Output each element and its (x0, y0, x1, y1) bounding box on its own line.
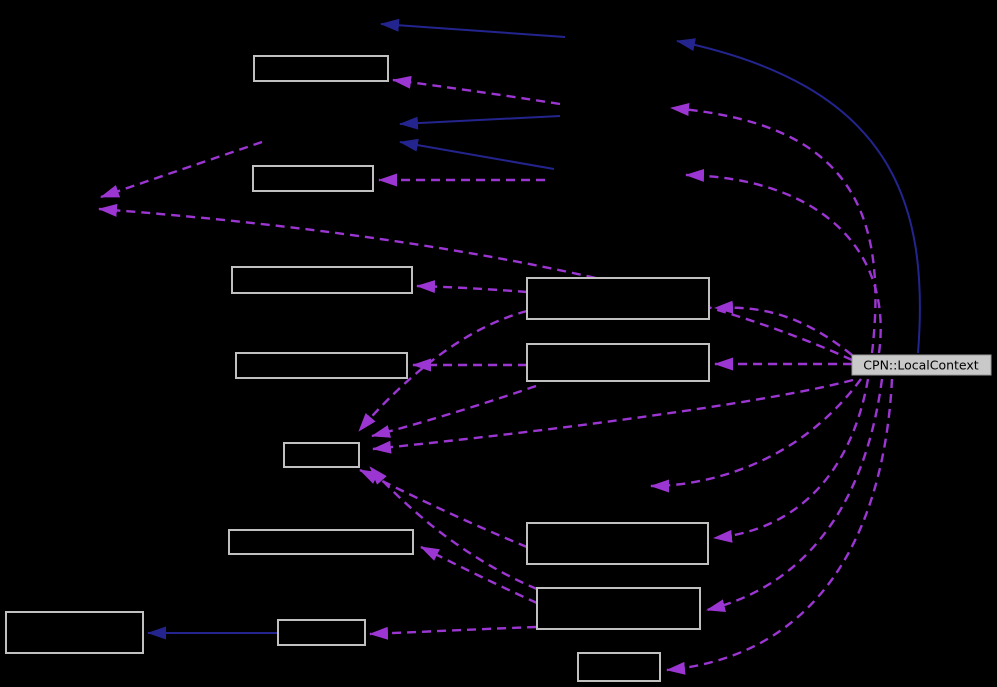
graph-node-box-f[interactable] (228, 529, 414, 555)
graph-edge-center-to-box-l (706, 378, 884, 612)
graph-node-box-d[interactable] (235, 352, 408, 379)
graph-node-box-g[interactable] (5, 611, 144, 654)
graph-edge-hidden-mid-1-to-box-a (392, 75, 561, 106)
graph-edge-center-to-box-e (372, 378, 854, 454)
graph-edge-box-i-to-box-c (416, 280, 528, 294)
graph-edge-hidden-top-mid-to-hidden-top-left (380, 18, 566, 38)
edges-layer (98, 18, 921, 675)
graph-edge-box-j-to-box-e (371, 384, 537, 438)
graph-node-box-i[interactable] (526, 277, 710, 320)
graph-node-box-a[interactable] (253, 55, 389, 82)
graph-edge-center-to-hidden-mid-3 (650, 378, 862, 493)
nodes-layer (5, 55, 992, 682)
center-node-label: CPN::LocalContext (863, 358, 979, 373)
graph-node-box-m[interactable] (577, 652, 661, 682)
graph-edge-center-to-hidden-mid-1 (670, 103, 877, 354)
graph-edge-center-to-hidden-top-mid (676, 38, 921, 354)
graph-edge-center-to-box-k (713, 378, 870, 543)
graph-node-box-k[interactable] (526, 522, 709, 565)
graph-edge-hidden-left-1-to-hidden-far-left (100, 140, 263, 199)
graph-node-box-b[interactable] (252, 165, 374, 192)
graph-edge-center-to-box-m (666, 378, 894, 675)
graph-node-box-j[interactable] (526, 343, 710, 382)
graph-edge-box-l-to-box-f (420, 545, 538, 605)
graph-edge-center-to-box-i (714, 300, 853, 356)
graph-node-box-c[interactable] (231, 266, 413, 294)
graph-edge-center-to-hidden-mid-2 (685, 168, 882, 354)
graph-node-center (851, 354, 992, 376)
graph-edge-box-i-to-box-e (358, 309, 528, 432)
graph-edge-box-l-to-box-e (369, 466, 538, 591)
graph-edge-center-to-hidden-far-left (98, 203, 853, 362)
graph-node-box-e[interactable] (283, 442, 360, 468)
graph-edge-hidden-mid-2-to-hidden-left-1 (399, 138, 555, 170)
graph-edge-hidden-mid-1-to-hidden-left-1 (399, 115, 561, 130)
graph-node-box-h[interactable] (277, 619, 366, 646)
graph-node-box-l[interactable] (536, 587, 701, 630)
graph-edge-box-l-to-box-h (369, 625, 537, 640)
